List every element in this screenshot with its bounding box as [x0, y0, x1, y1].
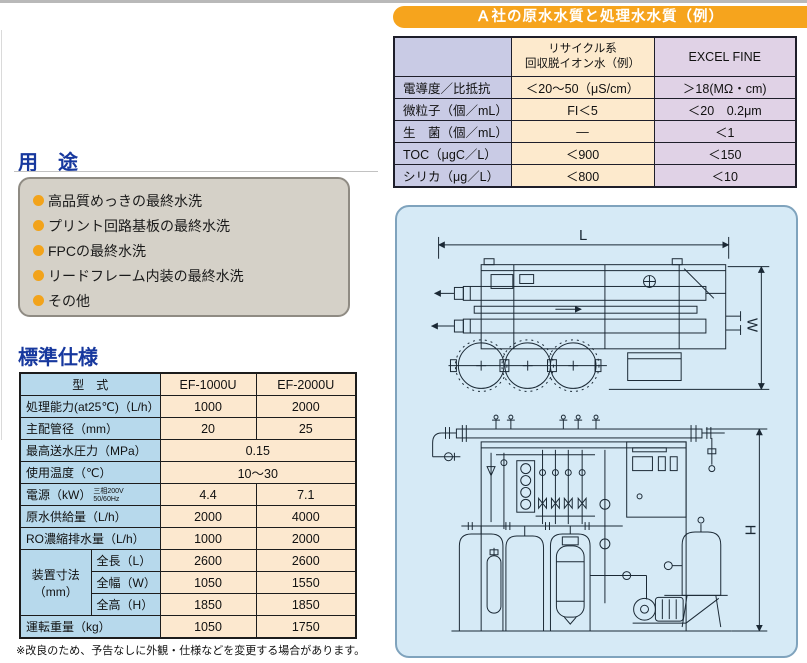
usage-item: リードフレーム内装の最終水洗 — [33, 263, 348, 288]
spec-row-ro: RO濃縮排水量（L/h） 1000 2000 — [19, 527, 357, 550]
wq-recycle-header: リサイクル系回収脱イオン水（例） — [510, 36, 655, 77]
bullet-icon — [33, 245, 44, 256]
piping-cluster — [461, 449, 623, 531]
usage-heading-rule — [14, 171, 378, 172]
spec-model-label: 型 式 — [19, 372, 161, 396]
usage-heading: 用 途 — [18, 152, 78, 174]
wq-row-toc: TOC（μgC／L） ＜900 ＜150 — [393, 142, 797, 165]
bullet-icon — [33, 220, 44, 231]
wq-row-conductivity: 電導度／比抵抗 ＜20～50（μS/cm） ＞18(MΩ・cm) — [393, 76, 797, 99]
usage-item-label: FPCの最終水洗 — [48, 242, 146, 259]
wq-empty-header — [393, 36, 512, 77]
spec-row-dim-width: 全幅（W） 1050 1550 — [20, 571, 357, 594]
spec-row-weight: 運転重量（kg） 1050 1750 — [19, 615, 357, 639]
spec-header-row: 型 式 EF-1000U EF-2000U — [19, 372, 357, 396]
usage-item-label: プリント回路基板の最終水洗 — [48, 217, 230, 234]
filter-housings — [486, 536, 585, 625]
wq-row-silica: シリカ（μg／L） ＜800 ＜10 — [393, 164, 797, 188]
dim-label-l: L — [579, 228, 587, 244]
spec-footnote: ※改良のため、予告なしに外観・仕様などを変更する場合があります。 — [16, 645, 366, 657]
machine-drawing: L W H — [430, 228, 770, 632]
spec-row-pressure: 最高送水圧力（MPa） 0.15 — [19, 439, 357, 462]
top-divider — [0, 0, 807, 3]
bullet-icon — [33, 295, 44, 306]
usage-item: その他 — [33, 288, 348, 313]
usage-item-label: 高品質めっきの最終水洗 — [48, 192, 202, 209]
ro-vessels — [430, 285, 742, 335]
dimension-diagram-panel: L W H — [395, 205, 798, 658]
aux-box — [627, 352, 682, 382]
spec-row-dim-height: 全高（H） 1850 1850 — [20, 593, 357, 616]
pump — [632, 596, 687, 624]
wq-row-particles: 微粒子（個／mL） FI＜5 ＜20 0.2μm — [393, 98, 797, 121]
spec-model-2: EF-2000U — [255, 372, 357, 396]
specs-table: 型 式 EF-1000U EF-2000U 処理能力(at25℃)（L/h） 1… — [19, 372, 358, 639]
usage-item: FPCの最終水洗 — [33, 238, 348, 263]
usage-box: 高品質めっきの最終水洗 プリント回路基板の最終水洗 FPCの最終水洗 リードフレ… — [18, 177, 350, 317]
usage-item-label: その他 — [48, 292, 90, 309]
machine-front-view — [432, 414, 768, 632]
dims-label: 装置寸法（mm） — [19, 549, 92, 616]
spec-row-feed: 原水供給量（L/h） 2000 4000 — [19, 505, 357, 528]
control-panel — [626, 441, 687, 518]
usage-item-label: リードフレーム内装の最終水洗 — [48, 267, 244, 284]
tank-circles — [448, 339, 607, 392]
bullet-icon — [33, 270, 44, 281]
spec-row-capacity: 処理能力(at25℃)（L/h） 1000 2000 — [19, 395, 357, 418]
wq-row-bacteria: 生 菌（個／mL） ― ＜1 — [393, 120, 797, 143]
usage-item: 高品質めっきの最終水洗 — [33, 188, 348, 213]
usage-item: プリント回路基板の最終水洗 — [33, 213, 348, 238]
power-label: 電源（kW） — [26, 487, 92, 502]
spec-row-pipe: 主配管径（mm） 20 25 — [19, 417, 357, 440]
top-pipe — [432, 414, 725, 473]
dim-label-w: W — [743, 318, 759, 332]
dim-label-h: H — [742, 525, 758, 536]
spec-row-dim-length: 装置寸法（mm） 全長（L） 2600 2600 — [19, 549, 357, 616]
specs-heading: 標準仕様 — [18, 347, 98, 369]
water-quality-title-banner: Ａ社の原水水質と処理水水質（例） — [393, 6, 807, 28]
machine-top-view — [430, 236, 770, 392]
spec-model-1: EF-1000U — [159, 372, 257, 396]
bullet-icon — [33, 195, 44, 206]
left-edge-line — [1, 30, 2, 440]
mid-piping — [590, 449, 647, 604]
spec-row-temp: 使用温度（℃） 10～30 — [19, 461, 357, 484]
right-tank — [663, 516, 728, 628]
water-quality-table: リサイクル系回収脱イオン水（例） EXCEL FINE 電導度／比抵抗 ＜20～… — [393, 36, 797, 188]
wq-excel-header: EXCEL FINE — [653, 36, 797, 77]
tanks — [458, 526, 591, 631]
wq-header-row: リサイクル系回収脱イオン水（例） EXCEL FINE — [393, 36, 797, 77]
